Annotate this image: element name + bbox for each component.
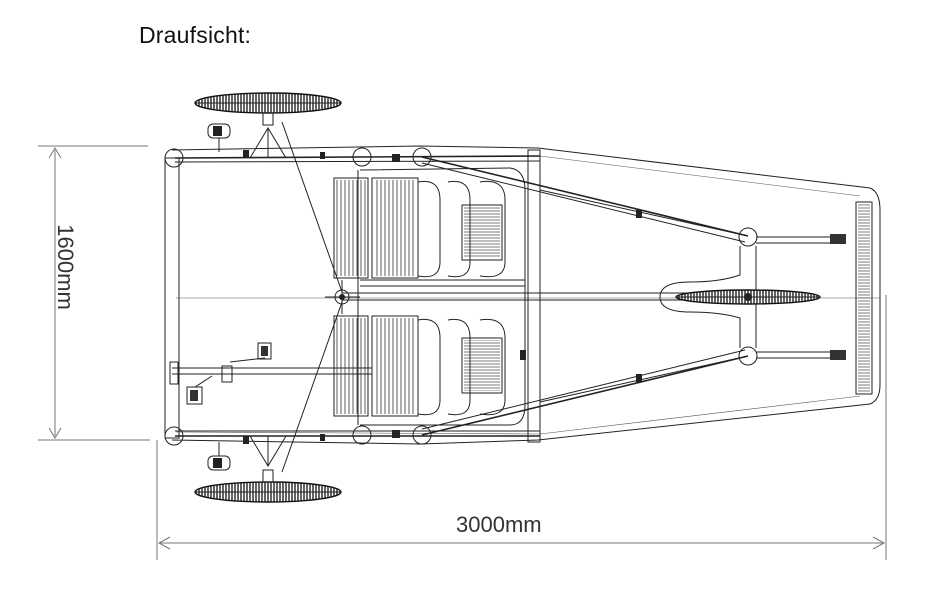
headlight-bottom: [207, 442, 231, 471]
rear-frame: [421, 156, 846, 436]
seat-bottom: [333, 315, 506, 417]
headlight-top: [207, 123, 231, 152]
front-frame: [164, 147, 541, 446]
drawing-title: Draufsicht:: [139, 22, 252, 48]
rear-wheel: [675, 289, 821, 305]
height-dimension-line: [38, 145, 150, 441]
rear-bumper: [855, 201, 873, 395]
seat-frame: [357, 167, 526, 426]
front-wheel-top: [194, 92, 342, 159]
seat-top: [333, 177, 506, 279]
width-dimension-label: 3000mm: [456, 512, 542, 537]
fasteners: [243, 150, 642, 444]
steering-linkage: [281, 121, 360, 473]
front-wheel-bottom: [194, 435, 342, 503]
width-dimension-line: [156, 295, 887, 560]
